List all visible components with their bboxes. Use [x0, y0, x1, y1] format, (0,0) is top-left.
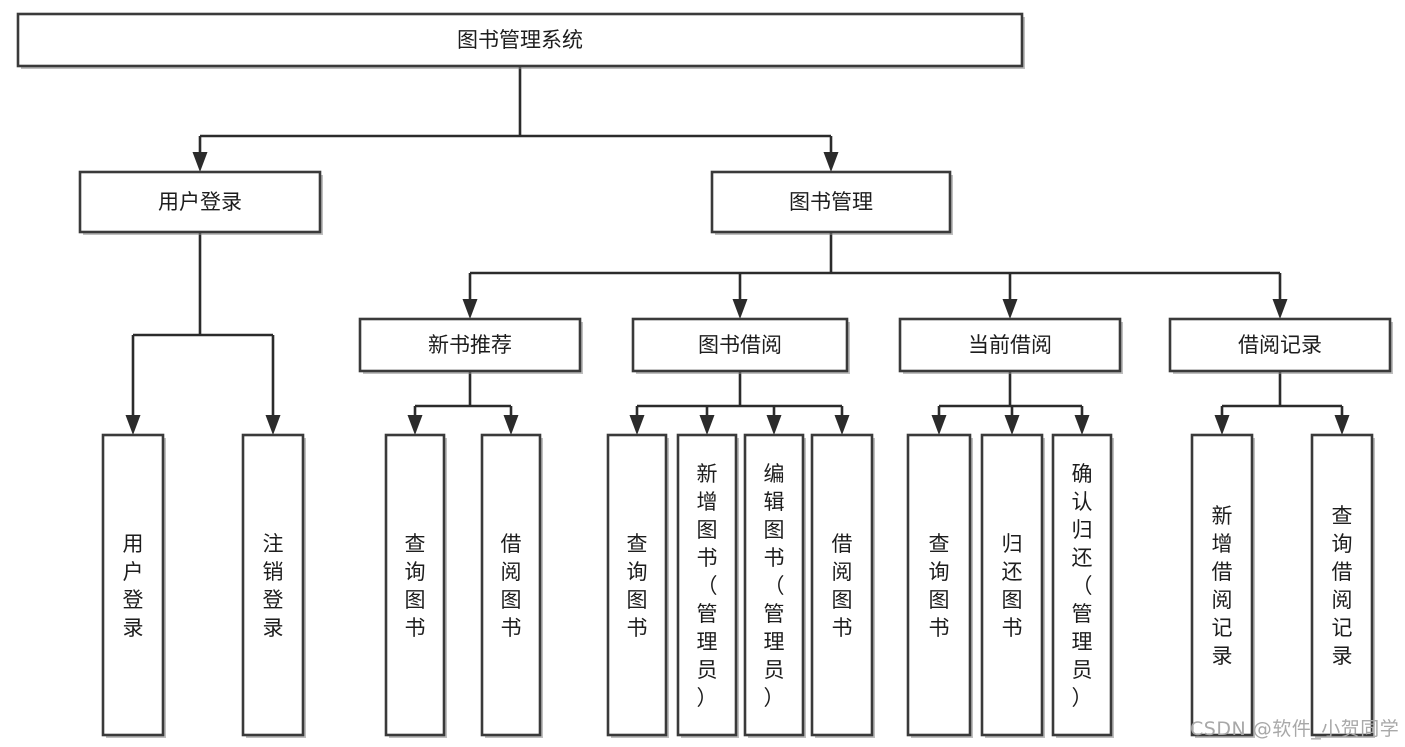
- node-rect[interactable]: [480, 433, 542, 737]
- node-label: 借阅记录: [1238, 333, 1322, 357]
- arrow-head-icon: [125, 415, 141, 435]
- node-rect[interactable]: [16, 12, 1024, 68]
- node-leaf-logout[interactable]: 注销登录: [241, 433, 306, 738]
- node-label: 借阅图书: [832, 532, 853, 640]
- node-rect[interactable]: [384, 433, 446, 737]
- node-bookmgmt[interactable]: 图书管理: [710, 170, 953, 235]
- node-rect[interactable]: [1051, 433, 1113, 737]
- node-label: 确认归还（管理员）: [1072, 462, 1093, 710]
- node-label: 图书管理: [789, 190, 873, 214]
- node-leaf-borrow-book-2[interactable]: 借阅图书: [810, 433, 875, 738]
- node-rect[interactable]: [898, 317, 1122, 373]
- arrow-head-icon: [1272, 299, 1288, 319]
- node-label: 当前借阅: [968, 333, 1052, 357]
- node-leaf-return-book[interactable]: 归还图书: [980, 433, 1045, 738]
- node-rect[interactable]: [358, 317, 582, 373]
- node-rect[interactable]: [1168, 317, 1392, 373]
- arrow-head-icon: [503, 415, 519, 435]
- node-records[interactable]: 借阅记录: [1168, 317, 1393, 374]
- node-label: 编辑图书（管理员）: [764, 462, 785, 710]
- node-layer: 图书管理系统用户登录图书管理新书推荐图书借阅当前借阅借阅记录用户登录注销登录查询…: [16, 12, 1393, 738]
- node-label: 图书借阅: [698, 333, 782, 357]
- arrow-head-icon: [823, 152, 839, 172]
- node-rect[interactable]: [631, 317, 849, 373]
- node-label: 图书管理系统: [457, 28, 583, 52]
- node-label: 用户登录: [123, 532, 144, 640]
- node-rect[interactable]: [101, 433, 165, 737]
- arrow-head-icon: [1214, 415, 1230, 435]
- arrow-head-icon: [732, 299, 748, 319]
- node-rect[interactable]: [906, 433, 972, 737]
- node-label: 用户登录: [158, 190, 242, 214]
- node-label: 借阅图书: [501, 532, 522, 640]
- arrow-head-icon: [1002, 299, 1018, 319]
- node-rect[interactable]: [1310, 433, 1374, 737]
- node-rect[interactable]: [78, 170, 322, 234]
- node-current[interactable]: 当前借阅: [898, 317, 1123, 374]
- node-label: 新增图书（管理员）: [697, 462, 718, 710]
- arrow-head-icon: [1334, 415, 1350, 435]
- node-rect[interactable]: [1190, 433, 1254, 737]
- node-rect[interactable]: [606, 433, 668, 737]
- node-label: 归还图书: [1002, 532, 1023, 640]
- node-rect[interactable]: [810, 433, 874, 737]
- arrow-head-icon: [699, 415, 715, 435]
- node-label: 查询图书: [405, 532, 426, 640]
- arrow-head-icon: [407, 415, 423, 435]
- node-leaf-query-book-3[interactable]: 查询图书: [906, 433, 973, 738]
- node-leaf-query-record[interactable]: 查询借阅记录: [1310, 433, 1375, 738]
- node-label: 查询图书: [627, 532, 648, 640]
- node-rect[interactable]: [980, 433, 1044, 737]
- node-rect[interactable]: [676, 433, 738, 737]
- arrow-head-icon: [462, 299, 478, 319]
- node-label: 新书推荐: [428, 333, 512, 357]
- arrow-head-icon: [931, 415, 947, 435]
- node-leaf-borrow-book-1[interactable]: 借阅图书: [480, 433, 543, 738]
- node-leaf-add-record[interactable]: 新增借阅记录: [1190, 433, 1255, 738]
- node-label: 新增借阅记录: [1212, 504, 1233, 668]
- node-label: 查询借阅记录: [1332, 504, 1353, 668]
- arrow-head-icon: [834, 415, 850, 435]
- node-leaf-query-book-1[interactable]: 查询图书: [384, 433, 447, 738]
- arrow-head-icon: [766, 415, 782, 435]
- arrow-head-icon: [265, 415, 281, 435]
- node-borrow[interactable]: 图书借阅: [631, 317, 850, 374]
- arrow-head-icon: [192, 152, 208, 172]
- node-leaf-query-book-2[interactable]: 查询图书: [606, 433, 669, 738]
- connector-layer: [125, 66, 1350, 435]
- arrow-head-icon: [629, 415, 645, 435]
- node-label: 查询图书: [929, 532, 950, 640]
- node-newbook[interactable]: 新书推荐: [358, 317, 583, 374]
- node-leaf-user-login[interactable]: 用户登录: [101, 433, 166, 738]
- node-leaf-edit-book[interactable]: 编辑图书（管理员）: [743, 433, 806, 738]
- node-rect[interactable]: [710, 170, 952, 234]
- node-login[interactable]: 用户登录: [78, 170, 323, 235]
- node-rect[interactable]: [743, 433, 805, 737]
- arrow-head-icon: [1074, 415, 1090, 435]
- node-leaf-add-book[interactable]: 新增图书（管理员）: [676, 433, 739, 738]
- arrow-head-icon: [1004, 415, 1020, 435]
- node-label: 注销登录: [263, 532, 284, 640]
- node-leaf-confirm-return[interactable]: 确认归还（管理员）: [1051, 433, 1114, 738]
- node-rect[interactable]: [241, 433, 305, 737]
- node-root[interactable]: 图书管理系统: [16, 12, 1025, 69]
